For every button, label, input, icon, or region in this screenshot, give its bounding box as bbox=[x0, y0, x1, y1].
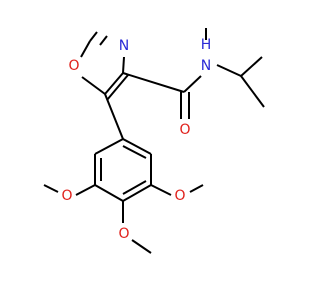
bond-ar-ome-left bbox=[75, 184, 96, 196]
atom-ring-oxygen: O bbox=[68, 58, 79, 74]
bond-ar-6-inner bbox=[122, 145, 147, 159]
bond-ar-1 bbox=[94, 138, 124, 155]
bond-ch-me-down bbox=[240, 75, 265, 108]
bond-ch-me-up bbox=[240, 56, 263, 77]
atom-labels: O N H N O O O O bbox=[61, 37, 211, 242]
bond-ome-bottom-me bbox=[131, 239, 152, 254]
bond-ar-3 bbox=[94, 184, 124, 202]
bond-c5-c4 bbox=[104, 72, 124, 95]
bond-c2-o1 bbox=[80, 40, 91, 58]
bond-ar-ome-right bbox=[150, 184, 172, 196]
bond-ar-4-inner bbox=[122, 180, 147, 195]
atom-methoxy-right: O bbox=[174, 188, 185, 204]
atom-amide-nh: H bbox=[201, 37, 212, 53]
atom-methoxy-bottom: O bbox=[118, 226, 129, 242]
bond-ar-6 bbox=[122, 138, 152, 155]
atom-amide-n: N bbox=[201, 58, 211, 74]
atom-carbonyl-oxygen: O bbox=[179, 122, 190, 138]
bond-ome-right-me bbox=[189, 184, 204, 193]
bond-n-ch bbox=[216, 64, 242, 77]
bond-ar-4 bbox=[122, 184, 152, 202]
bond-c2-n3 bbox=[89, 31, 98, 42]
bond-c4-n3 bbox=[122, 56, 125, 74]
atom-methoxy-left: O bbox=[61, 188, 72, 204]
bond-o1-c5 bbox=[81, 76, 106, 95]
atom-ring-nitrogen: N bbox=[119, 38, 129, 54]
bond-c4-carbonyl bbox=[122, 72, 185, 93]
bond-c5-aryl bbox=[104, 93, 124, 140]
bond-lines bbox=[43, 28, 265, 254]
bond-c5-c4-double bbox=[106, 74, 129, 101]
bond-c2-n3-double bbox=[99, 35, 108, 46]
molecule-structure-diagram: O N H N O O O O bbox=[43, 28, 265, 254]
bond-ome-left-me bbox=[43, 184, 59, 193]
bond-carbonyl-n bbox=[183, 75, 202, 93]
